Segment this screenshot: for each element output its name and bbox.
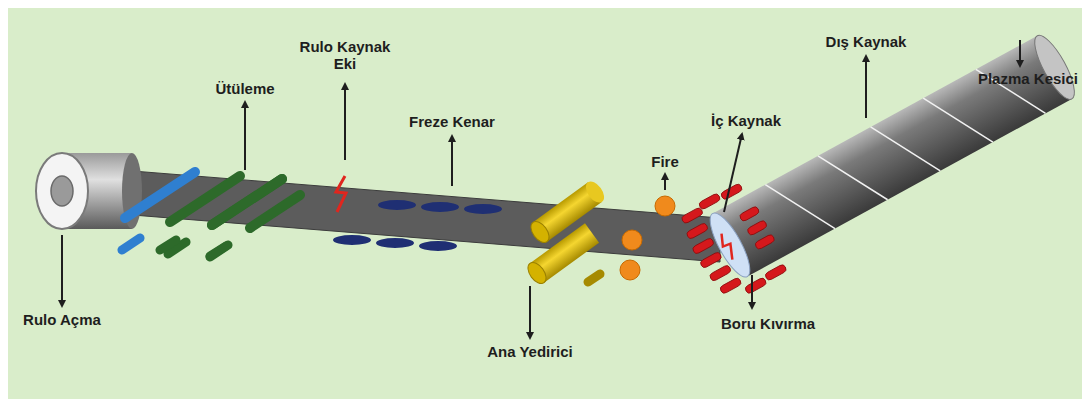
- weld-spark: [336, 176, 346, 212]
- leader-arrows: [62, 40, 1020, 338]
- part-label: Rulo Kaynak Eki: [290, 38, 400, 73]
- part-label: Freze Kenar: [409, 113, 495, 130]
- part-label: Fire: [651, 153, 679, 170]
- levelling-rollers: [125, 172, 300, 256]
- part-label: Ana Yedirici: [487, 343, 573, 360]
- part-label: Boru Kıvırma: [721, 315, 815, 332]
- part-label: Plazma Kesici: [978, 70, 1078, 87]
- steel-strip: [95, 168, 720, 262]
- part-label: Rulo Açma: [23, 311, 101, 328]
- part-label: Ütüleme: [215, 80, 274, 97]
- scrap-rollers: [620, 196, 675, 280]
- part-label: İç Kaynak: [711, 112, 781, 129]
- part-label: Dış Kaynak: [826, 33, 907, 50]
- background-panel: [8, 8, 1082, 399]
- feeder-rollers: [524, 178, 607, 287]
- spiral-pipe: [674, 16, 1089, 307]
- milling-discs: [333, 200, 502, 251]
